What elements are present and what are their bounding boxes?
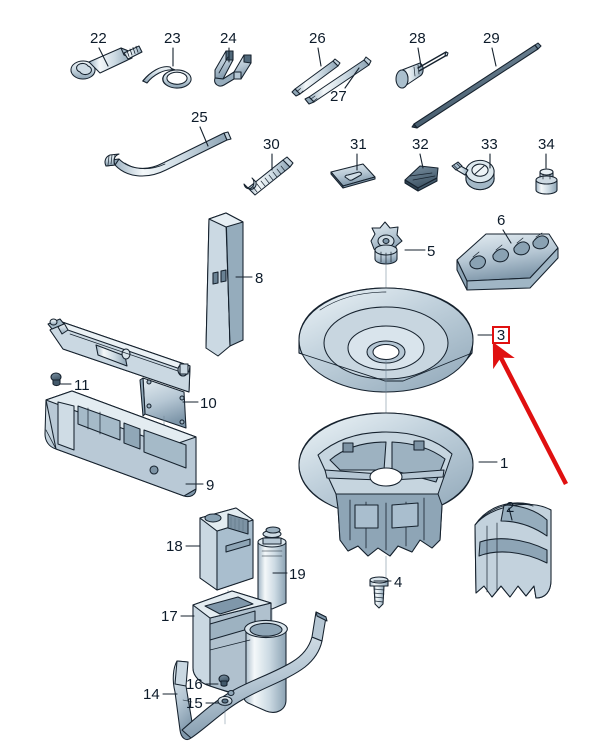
callout-label-31: 31 [350,136,367,153]
callout-leader-28 [417,47,422,67]
callout-leader-26 [317,47,322,67]
part-9-jack-holder-tray [44,390,197,498]
callout-leader-22 [98,47,109,67]
callout-label-5: 5 [427,243,436,260]
callout-label-11: 11 [74,377,90,394]
callout-label-4: 4 [394,574,403,591]
part-22-towing-eye [70,45,143,80]
highlight-arrow-line [492,341,569,486]
part-26-extension-rod-short [291,58,341,97]
part-27-extension-rod-long [304,56,372,105]
callout-label-33: 33 [481,136,498,153]
callout-label-2: 2 [506,499,515,516]
part-19-sealant-bottle [257,526,287,633]
callout-label-19: 19 [289,566,306,583]
callout-label-10: 10 [200,395,217,412]
callout-leader-29 [491,47,497,67]
part-14-carry-strap [172,611,328,741]
part-24-hub-cap-puller-clip [214,50,252,87]
callout-label-22: 22 [90,30,107,47]
highlight-box-part-3[interactable]: 3 [492,326,510,344]
part-3-spare-wheel-cover-disc [298,287,474,421]
callout-label-6: 6 [497,212,506,229]
part-29-tapered-drift-rod [411,42,542,129]
part-1-spare-wheel-tool-tray [298,412,474,581]
highlight-arrow [492,341,569,486]
callout-label-18: 18 [166,538,183,555]
callout-label-15: 15 [186,695,203,712]
part-16-nut [218,674,230,687]
part-34-socket-adapter [535,168,558,195]
callout-label-32: 32 [412,136,429,153]
callout-label-17: 17 [161,608,178,625]
callout-label-30: 30 [263,136,280,153]
callout-label-9: 9 [206,477,215,494]
part-8-wheel-chock-wedge [205,212,244,357]
callout-label-8: 8 [255,270,264,287]
part-28-screwdriver-handle-tool [395,51,449,89]
callout-label-25: 25 [191,109,208,126]
callout-label-14: 14 [143,686,160,703]
part-25-wheel-bolt-wrench-bar [104,131,232,177]
part-4-retaining-screw [369,576,389,609]
callout-leader-25 [199,126,209,147]
part-18-compressor-unit [199,507,254,605]
callout-label-24: 24 [220,30,237,47]
part-6-tool-holder-strip [456,232,559,291]
part-23-cable-tie-loop [142,66,192,89]
callout-leader-6 [502,229,512,244]
part-5-knurled-retaining-nut [370,221,403,301]
callout-leader-32 [419,153,424,169]
part-11-jack-fixing-nut [50,372,62,387]
callout-label-16: 16 [186,676,203,693]
part-2-foam-block-insert [474,502,552,599]
callout-label-28: 28 [409,30,426,47]
callout-label-23: 23 [164,30,181,47]
part-10-scissor-jack [47,318,191,488]
callout-leader-27 [344,67,360,89]
callout-label-1: 1 [500,455,509,472]
callout-label-34: 34 [538,136,555,153]
part-31-slotted-plate [330,163,376,189]
part-30-threaded-guide-pin [243,156,294,196]
part-15-washer [217,695,233,725]
callout-label-27: 27 [330,88,347,105]
part-32-folded-rubber-pad [404,165,439,192]
part-33-pressure-gauge [451,159,495,191]
callout-label-29: 29 [483,30,500,47]
part-17-compressor-housing [192,590,288,713]
callout-label-3: 3 [496,326,506,344]
callout-leader-2 [508,507,513,521]
callout-label-26: 26 [309,30,326,47]
